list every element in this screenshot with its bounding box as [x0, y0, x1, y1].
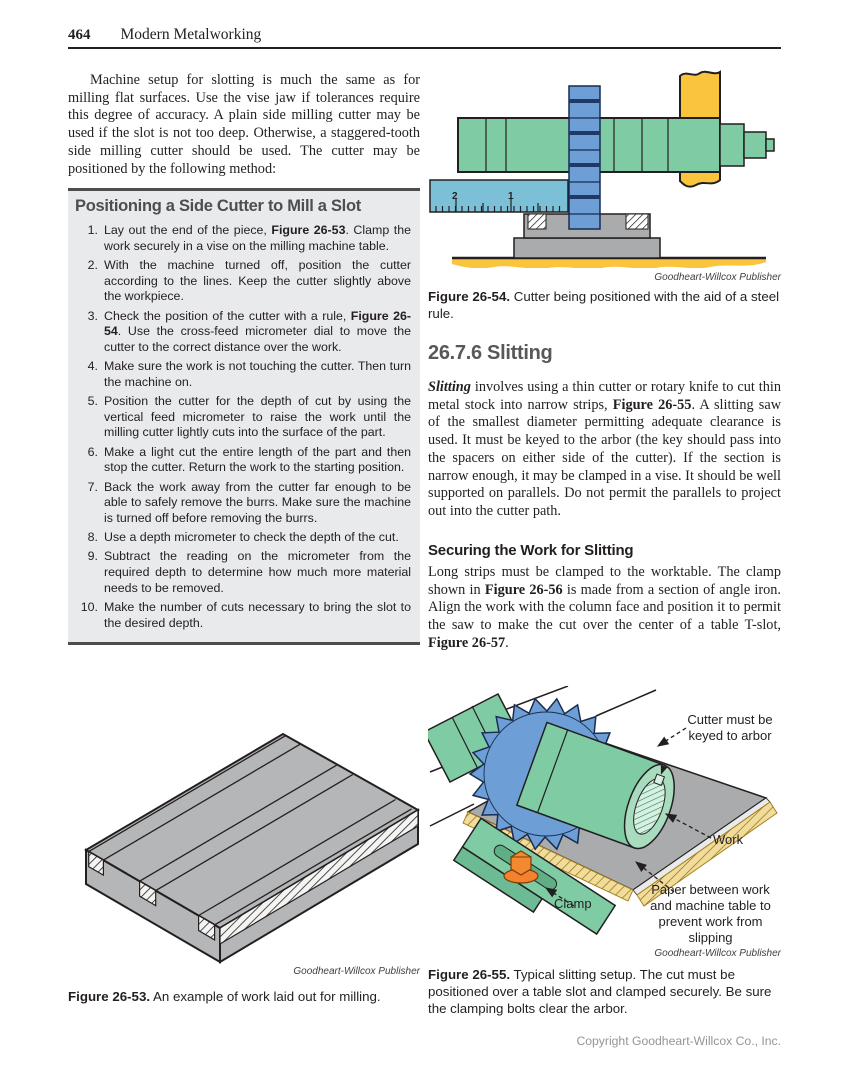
header-rule	[68, 47, 781, 49]
procedure-step: 9.Subtract the reading on the micrometer…	[87, 549, 411, 595]
procedure-steps: 1.Lay out the end of the piece, Figure 2…	[75, 223, 411, 631]
procedure-step: 1.Lay out the end of the piece, Figure 2…	[87, 223, 411, 253]
slitting-paragraph: Slitting involves using a thin cutter or…	[428, 379, 782, 519]
procedure-step: 3.Check the position of the cutter with …	[87, 308, 411, 354]
figure-26-54-illustration: 2 1	[429, 70, 775, 268]
procedure-step: 4.Make sure the work is not touching the…	[87, 359, 411, 389]
securing-paragraph: Long strips must be clamped to the workt…	[428, 564, 782, 651]
copyright-line: Copyright Goodheart-Willcox Co., Inc.	[576, 1034, 781, 1048]
figure-26-54-caption: Figure 26-54. Cutter being positioned wi…	[428, 289, 780, 321]
procedure-step: 8.Use a depth micrometer to check the de…	[87, 530, 399, 545]
procedure-step: 7.Back the work away from the cutter far…	[87, 479, 411, 525]
procedure-step: 10.Make the number of cuts necessary to …	[80, 599, 411, 630]
procedure-step: 2.With the machine turned off, position …	[87, 257, 411, 304]
clamp-bolt	[503, 850, 539, 884]
svg-text:2: 2	[452, 191, 458, 202]
procedure-box: Positioning a Side Cutter to Mill a Slot…	[68, 188, 420, 645]
figure-26-55-credit: Goodheart-Willcox Publisher	[654, 948, 781, 959]
figure-26-53-caption: Figure 26-53. An example of work laid ou…	[68, 989, 381, 1004]
label-clamp: Clamp	[554, 896, 592, 911]
figure-26-55-caption: Figure 26-55. Typical slitting setup. Th…	[428, 967, 772, 1016]
left-column: Machine setup for slotting is much the s…	[68, 0, 420, 1087]
steel-rule: 2 1	[429, 179, 569, 213]
subsection-heading: Securing the Work for Slitting	[428, 542, 634, 559]
intro-paragraph: Machine setup for slotting is much the s…	[68, 72, 420, 177]
label-paper: Paper between work and machine table to …	[650, 882, 771, 945]
layout-lines	[88, 735, 412, 926]
page-number: 464	[68, 27, 91, 43]
figure-26-54-credit: Goodheart-Willcox Publisher	[654, 272, 781, 283]
figure-26-53-credit: Goodheart-Willcox Publisher	[293, 966, 420, 977]
procedure-box-title: Positioning a Side Cutter to Mill a Slot	[75, 197, 361, 215]
page-header: 464 Modern Metalworking	[68, 26, 261, 44]
figure-26-55-illustration: Cutter must be keyed to arbor Work Paper…	[428, 686, 781, 948]
workpiece-base	[513, 237, 661, 259]
procedure-step: 6.Make a light cut the entire length of …	[87, 444, 411, 475]
procedure-step: 5.Position the cutter for the depth of c…	[87, 394, 411, 440]
book-title: Modern Metalworking	[120, 26, 262, 43]
arbor-spacer	[515, 721, 675, 850]
cutter	[568, 85, 601, 230]
machine-table	[452, 258, 766, 268]
label-work: Work	[713, 832, 744, 847]
svg-text:1: 1	[508, 191, 514, 202]
figure-26-53-illustration	[84, 732, 420, 964]
right-column: 2 1	[428, 0, 781, 1087]
section-heading: 26.7.6 Slitting	[428, 342, 553, 364]
label-cutter: Cutter must be keyed to arbor	[687, 712, 773, 743]
figure-26-55-drawing	[428, 686, 778, 936]
